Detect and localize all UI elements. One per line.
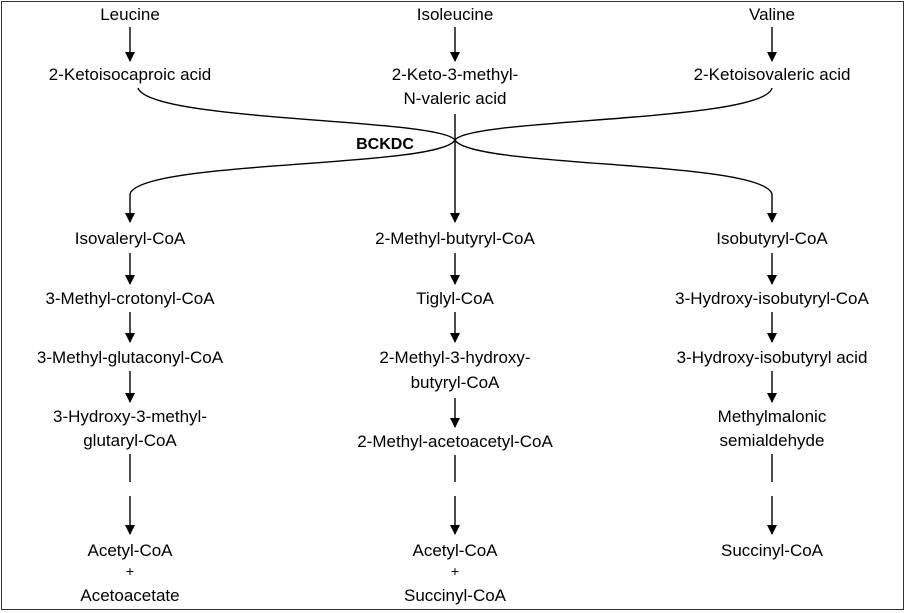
node-leu-plus: + — [125, 563, 135, 579]
node-3-methyl-glutaconyl-coa: 3-Methyl-glutaconyl-CoA — [36, 348, 224, 367]
node-valine: Valine — [749, 5, 795, 24]
node-2-keto-3-methyl-line1: 2-Keto-3-methyl- — [391, 65, 519, 84]
node-leucine: Leucine — [100, 5, 160, 24]
node-2-methyl-butyryl-coa: 2-Methyl-butyryl-CoA — [375, 229, 535, 248]
node-2-methyl-3-hydroxy-line2: butyryl-CoA — [410, 373, 500, 392]
node-2-ketoisocaproic-acid: 2-Ketoisocaproic acid — [48, 65, 212, 84]
node-hmg-coa-line2: glutaryl-CoA — [83, 431, 177, 450]
node-2-methyl-acetoacetyl-coa: 2-Methyl-acetoacetyl-CoA — [357, 432, 553, 451]
node-2-methyl-3-hydroxy-line1: 2-Methyl-3-hydroxy- — [379, 348, 531, 367]
node-isovaleryl-coa: Isovaleryl-CoA — [74, 229, 186, 248]
node-3-hydroxy-isobutyryl-coa: 3-Hydroxy-isobutyryl-CoA — [675, 289, 869, 308]
node-ile-acetyl-coa: Acetyl-CoA — [412, 541, 498, 560]
node-acetoacetate: Acetoacetate — [80, 586, 180, 605]
node-ile-plus: + — [450, 563, 460, 579]
node-tiglyl-coa: Tiglyl-CoA — [416, 289, 494, 308]
node-isobutyryl-coa: Isobutyryl-CoA — [716, 229, 828, 248]
node-val-succinyl-coa: Succinyl-CoA — [720, 541, 824, 560]
node-ile-succinyl-coa: Succinyl-CoA — [403, 586, 507, 605]
node-2-keto-3-methyl-line2: N-valeric acid — [403, 89, 507, 108]
node-hmg-coa-line1: 3-Hydroxy-3-methyl- — [53, 407, 207, 426]
enzyme-bckdc-label: BCKDC — [356, 136, 414, 153]
node-2-ketoisovaleric-acid: 2-Ketoisovaleric acid — [693, 65, 851, 84]
node-3-methyl-crotonyl-coa: 3-Methyl-crotonyl-CoA — [45, 289, 215, 308]
node-methylmalonic-line2: semialdehyde — [719, 431, 825, 450]
node-isoleucine: Isoleucine — [416, 5, 494, 24]
node-3-hydroxy-isobutyryl-acid: 3-Hydroxy-isobutyryl acid — [676, 348, 868, 367]
node-methylmalonic-line1: Methylmalonic — [717, 407, 827, 426]
node-leu-acetyl-coa: Acetyl-CoA — [87, 541, 173, 560]
